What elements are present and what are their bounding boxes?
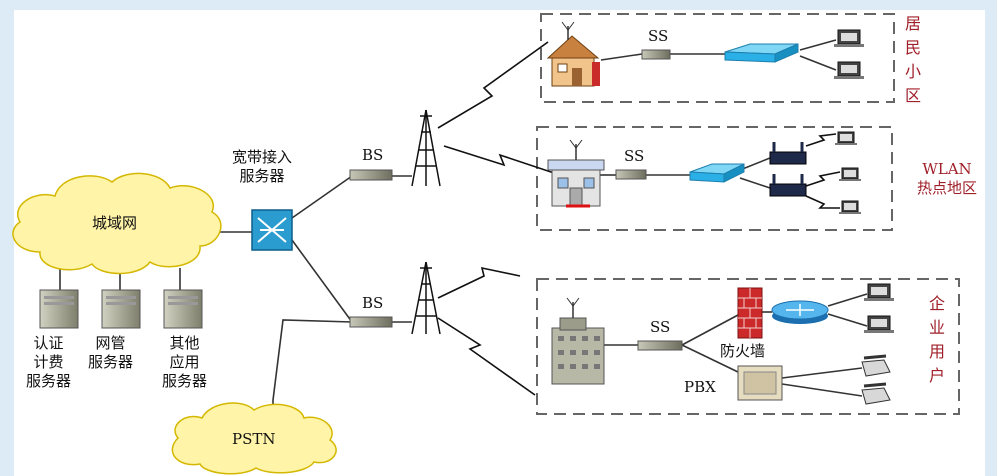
pbx-icon	[737, 365, 783, 401]
ss-enterprise-icon	[637, 340, 683, 351]
house-icon	[546, 21, 600, 87]
bs-top-icon	[349, 169, 393, 181]
region-enterprise-label: 企业用户	[928, 294, 945, 385]
server-other-label: 其他 应用 服务器	[162, 334, 208, 390]
residential-switch-icon	[724, 43, 799, 63]
laptop-ent-2-icon	[864, 315, 894, 333]
region-box-wlan	[536, 126, 893, 231]
firewall-icon	[737, 287, 763, 339]
bs-bottom-label: BS	[362, 294, 384, 312]
enterprise-building-icon	[551, 297, 605, 385]
ss-wlan-label: SS	[624, 147, 645, 165]
server-auth-label: 认证 计费 服务器	[26, 334, 72, 390]
hotspot-building-icon	[547, 139, 605, 208]
server-mgmt-label: 网管 服务器	[88, 334, 134, 371]
wireless-links	[437, 41, 841, 396]
ss-enterprise-label: SS	[650, 318, 671, 336]
laptop-res-2-icon	[834, 61, 864, 79]
metro-cloud-label: 城域网	[92, 214, 138, 232]
server-other-icon	[163, 289, 203, 329]
bs-top-label: BS	[362, 146, 384, 164]
laptop-wlan-3-icon	[839, 200, 861, 214]
phone-2-icon	[861, 382, 891, 405]
laptop-wlan-1-icon	[835, 131, 857, 145]
background-strip-top	[0, 0, 997, 10]
tower-bottom-icon	[411, 261, 441, 335]
connection-lines	[59, 39, 868, 420]
access-point-1-icon	[769, 142, 807, 165]
router-icon	[771, 300, 829, 324]
server-mgmt-icon	[101, 289, 141, 329]
broadband-server-icon	[251, 209, 293, 251]
tower-top-icon	[411, 109, 441, 187]
pstn-cloud-shape	[171, 402, 337, 475]
laptop-res-1-icon	[834, 29, 864, 47]
phone-1-icon	[861, 354, 891, 377]
ss-residential-icon	[641, 49, 671, 60]
region-box-residential	[540, 13, 895, 103]
server-auth-icon	[39, 289, 79, 329]
ss-residential-label: SS	[648, 27, 669, 45]
laptop-ent-1-icon	[864, 283, 894, 301]
wlan-switch-icon	[689, 163, 745, 183]
region-residential-label: 居民小区	[904, 14, 921, 105]
region-box-enterprise	[536, 278, 960, 415]
metro-cloud-shape	[12, 172, 222, 275]
access-point-2-icon	[769, 174, 807, 197]
laptop-wlan-2-icon	[839, 167, 861, 181]
background-strip-right	[985, 0, 997, 476]
region-wlan-label: WLAN 热点地区	[917, 160, 978, 197]
ss-wlan-icon	[615, 169, 647, 180]
pbx-label: PBX	[684, 378, 716, 396]
pstn-cloud-label: PSTN	[232, 430, 276, 448]
bs-bottom-icon	[349, 316, 393, 328]
background-strip-left	[0, 0, 14, 476]
firewall-label: 防火墙	[720, 342, 766, 360]
broadband-server-label: 宽带接入 服务器	[232, 148, 293, 185]
